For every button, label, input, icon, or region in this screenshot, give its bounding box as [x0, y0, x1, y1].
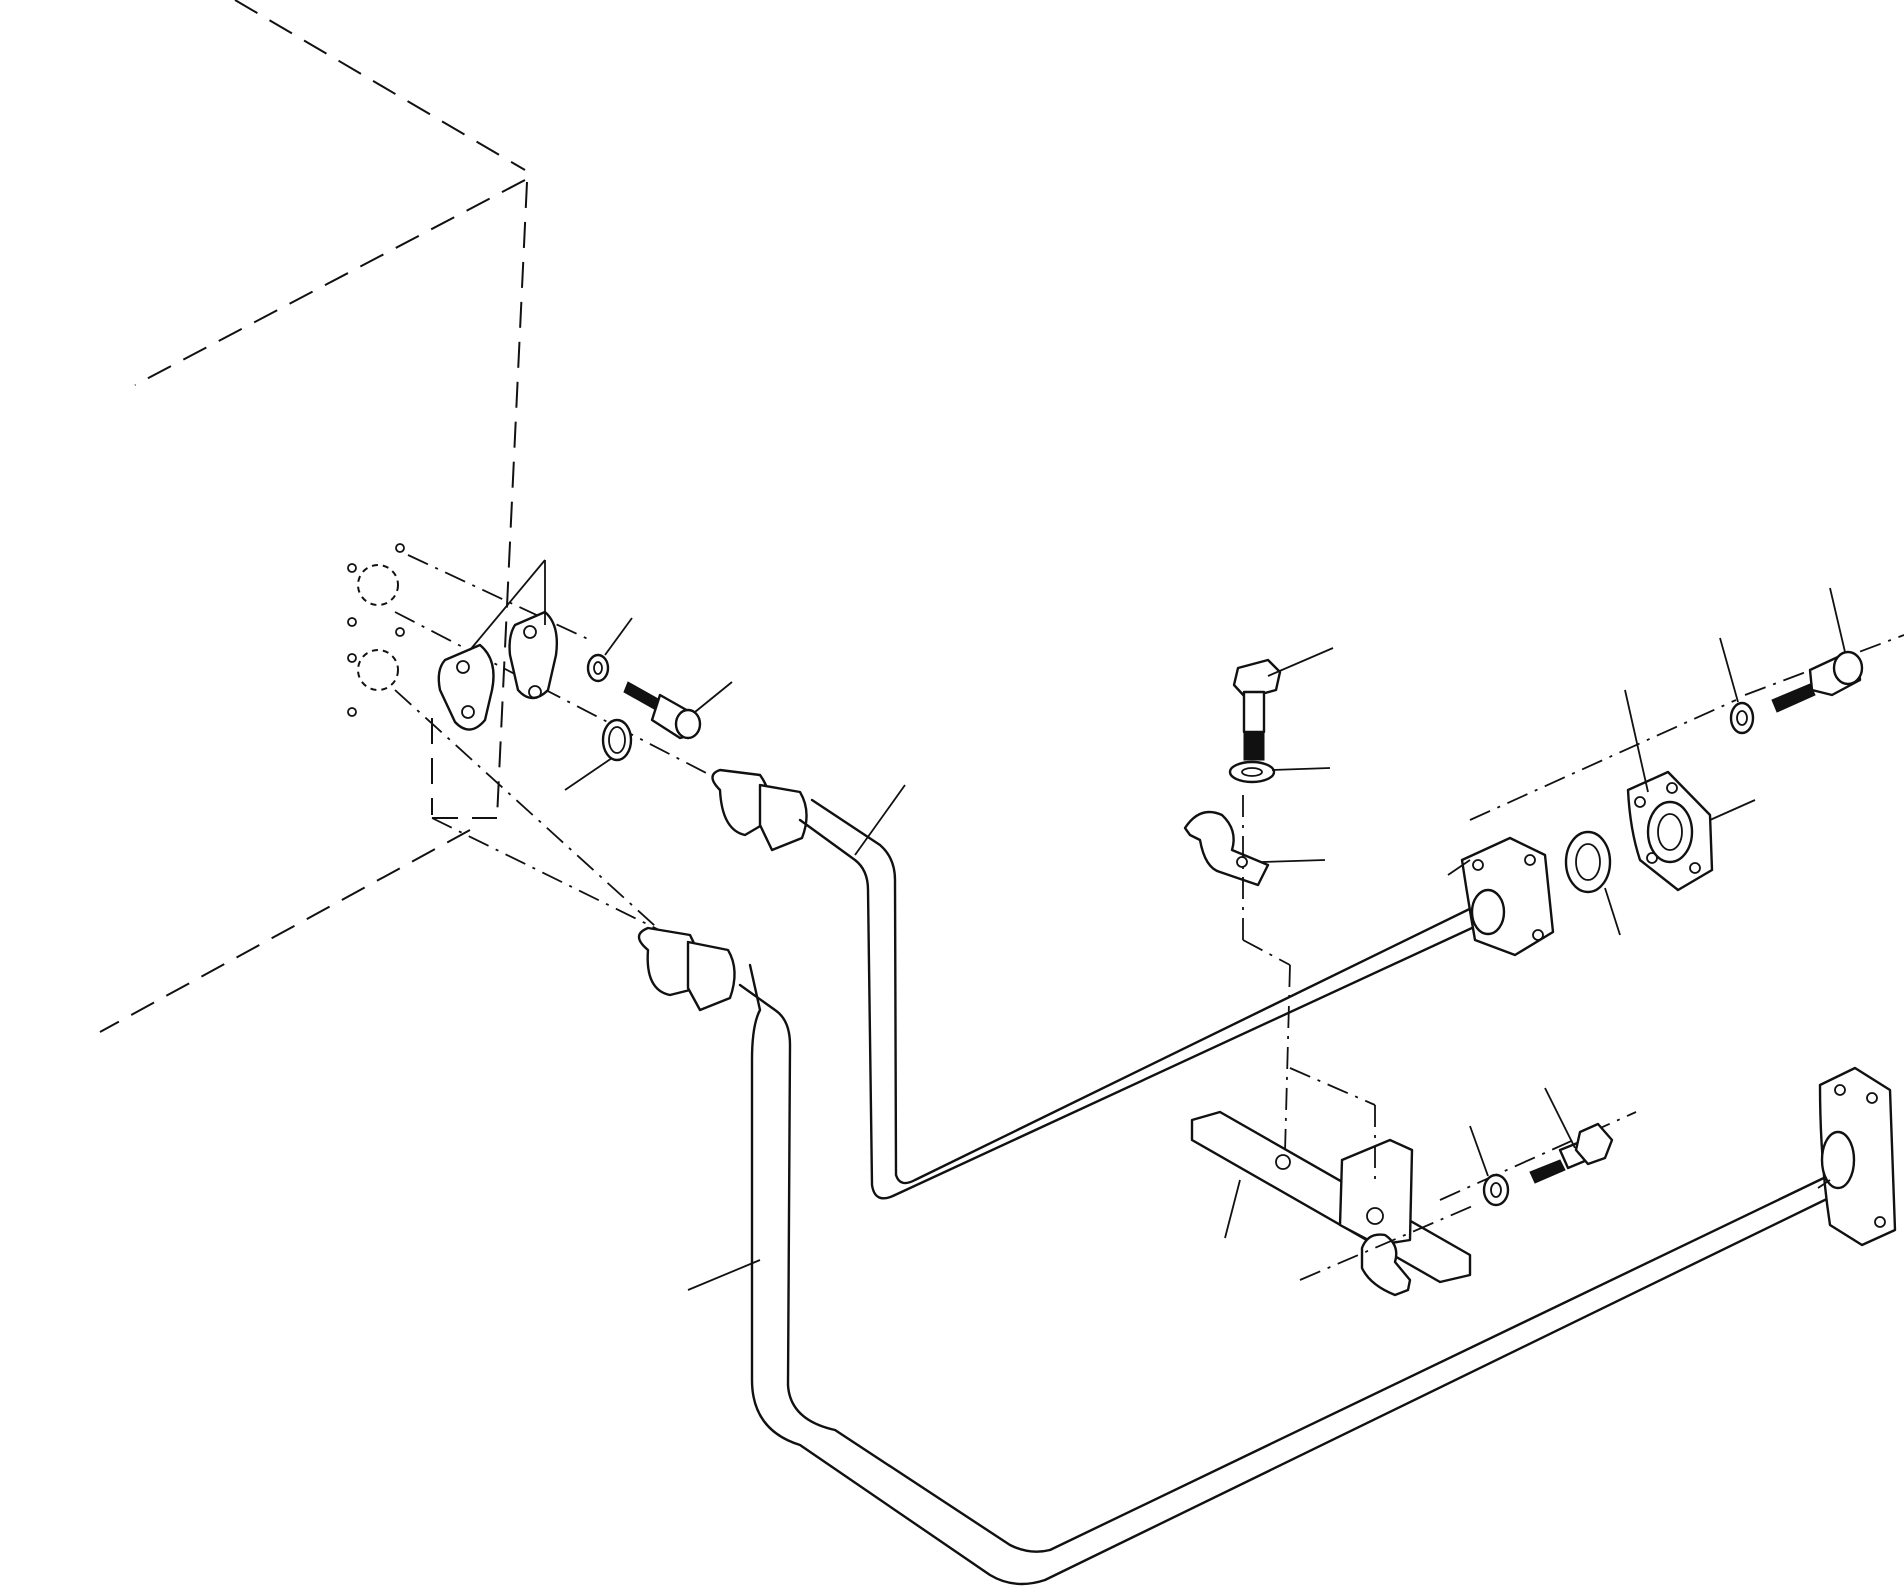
cap-screw-right	[1771, 587, 1864, 713]
lower-tube	[637, 926, 1897, 1586]
o-ring-right	[1564, 830, 1621, 936]
flange-plate	[1624, 689, 1756, 892]
lock-washer-left	[586, 617, 633, 683]
upper-tube	[711, 768, 1555, 1200]
hex-bolt-bracket	[1529, 1087, 1614, 1184]
split-flange-halves	[437, 559, 559, 731]
tube-clamp	[1183, 795, 1326, 1153]
reservoir-outline	[99, 0, 721, 1033]
lower-tube-flange	[1817, 1179, 1831, 1189]
lock-washer-bracket	[1469, 1125, 1510, 1207]
lock-washer-clamp	[1228, 760, 1331, 784]
lock-washer-right	[1719, 637, 1755, 735]
mounting-bracket	[1190, 1067, 1637, 1297]
hex-bolt-clamp	[1232, 647, 1334, 761]
o-ring-left	[564, 718, 633, 791]
cap-screw-left	[623, 681, 733, 740]
